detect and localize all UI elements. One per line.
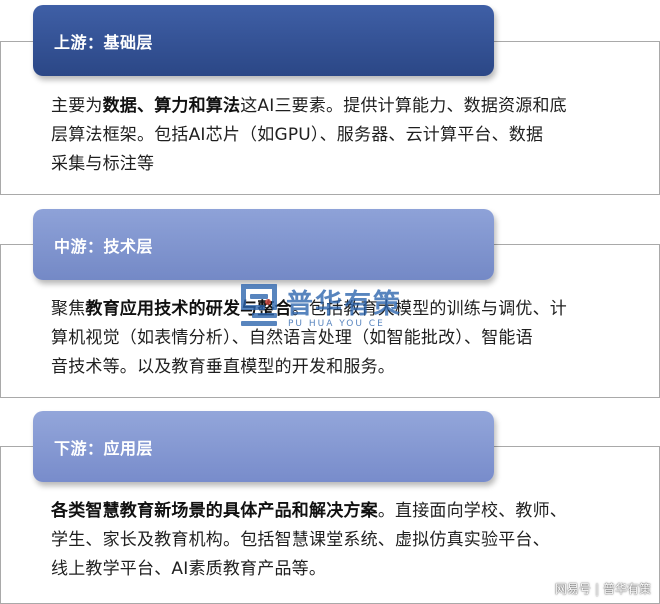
source-name: 网易号 [554, 582, 591, 596]
text-line: 线上教学平台、AI素质教育产品等。 [51, 555, 567, 584]
text-line: 音技术等。以及教育垂直模型的开发和服务。 [51, 353, 567, 382]
text-run: 学生、家长及教育机构。包括智慧课堂系统、虚拟仿真实验平台、 [51, 530, 550, 550]
watermark-text: 普华有策 [286, 289, 402, 320]
text-run: 聚焦 [51, 299, 86, 319]
section-tab-upstream: 上游：基础层 [33, 5, 494, 76]
text-line: 学生、家长及教育机构。包括智慧课堂系统、虚拟仿真实验平台、 [51, 526, 567, 555]
section-tab-downstream: 下游：应用层 [33, 411, 494, 482]
source-author: 普华有策 [602, 582, 651, 596]
section-text-downstream: 各类智慧教育新场景的具体产品和解决方案。直接面向学校、教师、学生、家长及教育机构… [51, 497, 567, 584]
section-title-downstream: 下游：应用层 [54, 438, 154, 458]
text-run: 算机视觉（如表情分析）、自然语言处理（如智能批改）、智能语 [51, 328, 533, 348]
text-line: 层算法框架。包括AI芯片（如GPU）、服务器、云计算平台、数据 [51, 121, 567, 150]
text-line: 采集与标注等 [51, 150, 567, 179]
text-run: 采集与标注等 [51, 154, 155, 174]
text-run: 这AI三要素。提供计算能力、数据资源和底 [240, 96, 567, 116]
watermark-emblem-icon [241, 284, 277, 326]
source-credit: 网易号|普华有策 [555, 580, 651, 597]
watermark-subtext: PU HUA YOU CE [288, 319, 385, 329]
section-text-upstream: 主要为数据、算力和算法这AI三要素。提供计算能力、数据资源和底层算法框架。包括A… [51, 92, 567, 179]
text-line: 各类智慧教育新场景的具体产品和解决方案。直接面向学校、教师、 [51, 497, 567, 526]
text-run: 。包括教育大模型的训练与调优、计 [291, 299, 568, 319]
text-run: 线上教学平台、AI素质教育产品等。 [51, 559, 327, 579]
section-title-midstream: 中游：技术层 [54, 236, 154, 256]
text-line: 聚焦教育应用技术的研发与整合。包括教育大模型的训练与调优、计 [51, 295, 567, 324]
watermark-logo: 普华有策 PU HUA YOU CE [238, 276, 418, 336]
emphasis-text: 教育应用技术的研发与整合 [85, 299, 292, 319]
text-run: 层算法框架。包括AI芯片（如GPU）、服务器、云计算平台、数据 [51, 125, 544, 145]
text-line: 算机视觉（如表情分析）、自然语言处理（如智能批改）、智能语 [51, 324, 567, 353]
section-tab-midstream: 中游：技术层 [33, 209, 494, 280]
section-title-upstream: 上游：基础层 [54, 32, 154, 52]
text-line: 主要为数据、算力和算法这AI三要素。提供计算能力、数据资源和底 [51, 92, 567, 121]
text-run: 音技术等。以及教育垂直模型的开发和服务。 [51, 357, 395, 377]
text-run: 。直接面向学校、教师、 [377, 501, 568, 521]
text-run: 主要为 [51, 96, 103, 116]
source-separator: | [594, 582, 599, 596]
emphasis-text: 各类智慧教育新场景的具体产品和解决方案 [51, 501, 378, 521]
emphasis-text: 数据、算力和算法 [102, 96, 241, 116]
section-text-midstream: 聚焦教育应用技术的研发与整合。包括教育大模型的训练与调优、计算机视觉（如表情分析… [51, 295, 567, 382]
